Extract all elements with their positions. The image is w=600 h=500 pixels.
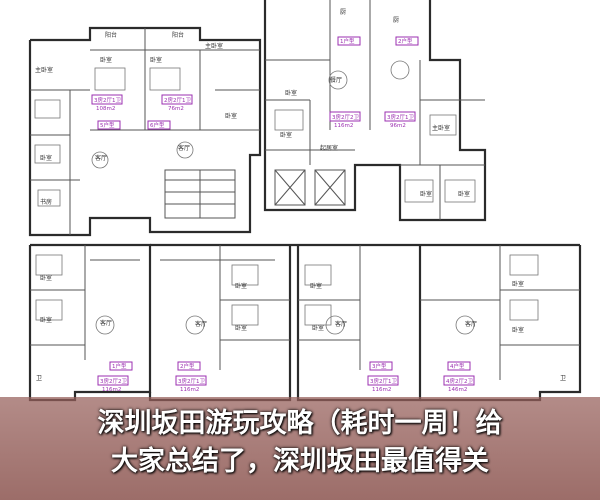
caption-title: 深圳坂田游玩攻略（耗时一周！给 大家总结了，深圳坂田最值得关	[0, 405, 600, 481]
unit-tag: 1户型 3房2厅2卫 116m2	[97, 361, 133, 393]
unit-tag: 3房2厅1卫 108m2 5户型	[91, 94, 123, 130]
room-label: 厨	[340, 9, 346, 16]
svg-text:76m2: 76m2	[168, 106, 184, 112]
room-label: 卫	[36, 375, 42, 382]
room-label: 客厅	[195, 320, 207, 328]
room-label: 客厅	[178, 144, 190, 152]
svg-text:2户型: 2户型	[180, 362, 195, 370]
unit-tag: 2户型 3房2厅1卫 96m2	[384, 36, 419, 129]
caption-line-2: 大家总结了，深圳坂田最值得关	[111, 446, 489, 477]
room-label: 卧室	[40, 316, 52, 324]
svg-text:3房2厅1卫: 3房2厅1卫	[94, 96, 121, 104]
room-label: 客厅	[100, 319, 112, 327]
svg-text:4户型: 4户型	[450, 362, 465, 370]
unit-tags: 3房2厅1卫 108m2 5户型 2房2厅1卫 76m2 6户型 1户型 3房2…	[91, 36, 475, 393]
block-top-right	[263, 0, 487, 222]
room-label: 卧室	[100, 56, 112, 64]
svg-text:3房2厅1卫: 3房2厅1卫	[387, 113, 414, 121]
room-label: 书房	[40, 198, 52, 206]
svg-text:3户型: 3户型	[372, 362, 387, 370]
room-label: 主卧室	[205, 42, 223, 50]
room-label: 餐厅	[330, 76, 342, 84]
room-label: 卧室	[420, 190, 432, 198]
room-label: 卧室	[280, 131, 292, 139]
room-label: 卧室	[458, 190, 470, 198]
svg-text:96m2: 96m2	[390, 123, 406, 129]
svg-text:6户型: 6户型	[150, 121, 165, 129]
room-label: 卫	[560, 375, 566, 382]
svg-text:116m2: 116m2	[372, 387, 391, 393]
room-label: 阳台	[105, 31, 117, 39]
svg-text:1户型: 1户型	[340, 37, 355, 45]
room-label: 起居室	[320, 144, 338, 152]
room-label: 卧室	[40, 154, 52, 162]
unit-tag: 4户型 4房2厅2卫 146m2	[443, 361, 475, 393]
room-label: 客厅	[335, 320, 347, 328]
room-label: 卧室	[285, 89, 297, 97]
svg-text:146m2: 146m2	[448, 387, 467, 393]
room-label: 卧室	[225, 112, 237, 120]
room-label: 卧室	[512, 280, 524, 288]
room-labels: 阳台 阳台 主卧室 主卧室 卧室 卧室 卧室 书房 客厅 客厅 卧室 厨 厨 餐…	[35, 9, 566, 382]
svg-text:1户型: 1户型	[112, 362, 127, 370]
svg-text:116m2: 116m2	[180, 387, 199, 393]
svg-text:116m2: 116m2	[334, 123, 353, 129]
svg-text:3房2厅2卫: 3房2厅2卫	[332, 113, 359, 121]
block-top-left	[28, 26, 262, 237]
svg-text:5户型: 5户型	[100, 121, 115, 129]
svg-text:108m2: 108m2	[96, 106, 115, 112]
room-label: 主卧室	[432, 124, 450, 132]
caption-line-1: 深圳坂田游玩攻略（耗时一周！给	[97, 408, 503, 439]
svg-text:3房2厅2卫: 3房2厅2卫	[100, 377, 127, 385]
svg-text:2房2厅1卫: 2房2厅1卫	[164, 96, 191, 104]
unit-tag: 2房2厅1卫 76m2 6户型	[147, 94, 193, 130]
svg-text:3房2厅1卫: 3房2厅1卫	[178, 377, 205, 385]
svg-text:3房2厅1卫: 3房2厅1卫	[370, 377, 397, 385]
room-label: 厨	[393, 17, 399, 24]
room-label: 卧室	[40, 274, 52, 282]
unit-tag: 3户型 3房2厅1卫 116m2	[367, 361, 399, 393]
room-label: 卧室	[310, 282, 322, 290]
room-label: 客厅	[95, 154, 107, 162]
room-label: 卧室	[312, 324, 324, 332]
caption-overlay	[0, 397, 600, 500]
svg-text:2户型: 2户型	[398, 37, 413, 45]
room-label: 阳台	[172, 31, 184, 39]
room-label: 主卧室	[35, 66, 53, 74]
svg-text:116m2: 116m2	[102, 387, 121, 393]
room-label: 卧室	[235, 324, 247, 332]
room-label: 卧室	[512, 326, 524, 334]
svg-text:4房2厅2卫: 4房2厅2卫	[446, 377, 473, 385]
unit-tag: 1户型 3房2厅2卫 116m2	[329, 36, 361, 129]
room-label: 卧室	[150, 56, 162, 64]
room-label: 卧室	[235, 282, 247, 290]
room-label: 客厅	[465, 320, 477, 328]
unit-tag: 2户型 3房2厅1卫 116m2	[175, 361, 207, 393]
